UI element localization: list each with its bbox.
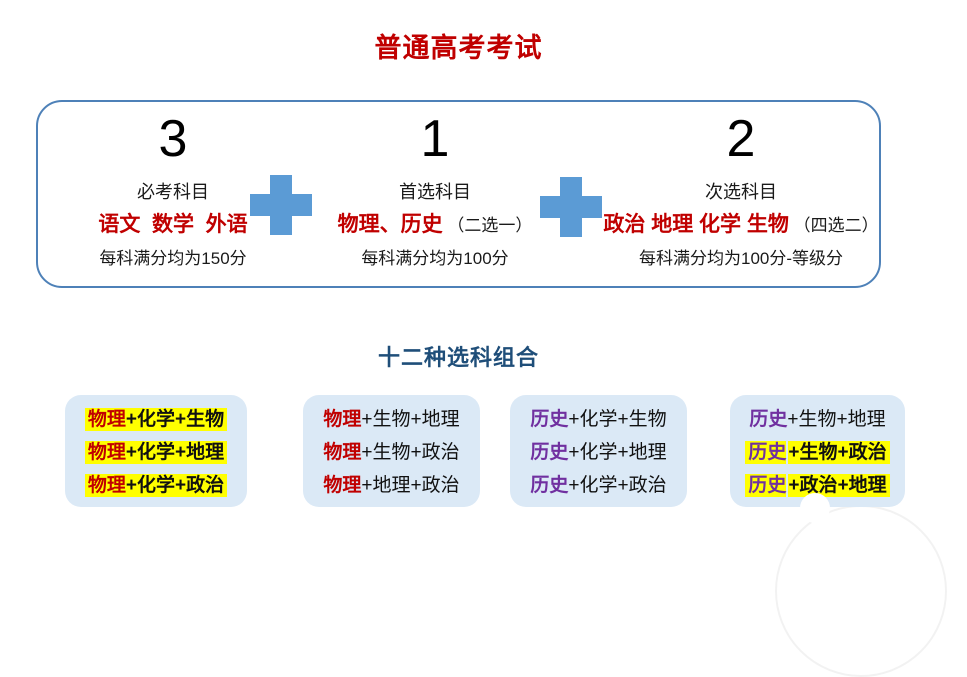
combo-row: 历史+化学+地理: [530, 441, 666, 465]
section-subjects-line: 语文 数学 外语: [98, 212, 247, 239]
combo-row-highlighted: 历史+生物+政治: [745, 441, 890, 465]
combo-rest-subjects: +生物+政治: [361, 442, 460, 463]
section-subjects: 物理、历史: [337, 213, 443, 236]
combo-rest-subjects: +化学+地理: [125, 442, 225, 463]
section-score: 每科满分均为100分: [361, 249, 509, 268]
combo-row: 物理+化学+政治: [84, 474, 228, 498]
watermark-arc: [775, 505, 947, 677]
combo-group-physics-other: 物理+生物+地理 物理+生物+政治 物理+地理+政治: [303, 395, 480, 507]
combo-row: 物理+化学+生物: [84, 408, 228, 432]
exam-summary-box: 3 必考科目 语文 数学 外语 每科满分均为150分 1 首选科目 物理、历史 …: [36, 100, 881, 288]
combo-row: 历史+生物+地理: [749, 408, 885, 432]
combo-rest-subjects: +化学+生物: [568, 409, 667, 430]
section-note: （四选二）: [788, 216, 879, 235]
combo-group-history-other: 历史+生物+地理 历史+生物+政治 历史+政治+地理: [730, 395, 905, 507]
exam-section-required: 3 必考科目 语文 数学 外语 每科满分均为150分: [38, 102, 308, 286]
section-note: （二选一）: [442, 216, 533, 235]
combo-row: 物理+地理+政治: [323, 474, 459, 498]
combo-first-subject: 历史: [530, 442, 569, 463]
combo-rest-subjects: +生物+地理: [361, 409, 460, 430]
combo-group-history-chemistry: 历史+化学+生物 历史+化学+地理 历史+化学+政治: [510, 395, 687, 507]
combo-first-subject: 历史: [745, 474, 787, 497]
combo-rest-subjects: +化学+政治: [125, 475, 225, 496]
section-score: 每科满分均为100分-等级分: [638, 249, 844, 268]
combo-rest-subjects: +生物+政治: [788, 441, 890, 464]
combo-rest-subjects: +化学+地理: [568, 442, 667, 463]
section-count: 2: [726, 110, 756, 168]
page-title: 普通高考考试: [374, 33, 543, 63]
combo-rest-subjects: +化学+政治: [568, 475, 667, 496]
combo-first-subject: 历史: [530, 409, 569, 430]
combo-rest-subjects: +生物+地理: [787, 409, 886, 430]
combo-rest-subjects: +地理+政治: [361, 475, 460, 496]
combo-row: 历史+化学+生物: [530, 408, 666, 432]
watermark-circle: [800, 493, 830, 523]
section-subjects: 语文 数学 外语: [98, 213, 248, 236]
section-count: 1: [420, 110, 450, 168]
combo-row-highlighted: 历史+政治+地理: [745, 474, 890, 498]
combo-first-subject: 历史: [745, 441, 787, 464]
exam-section-second-choice: 2 次选科目 政治 地理 化学 生物 （四选二） 每科满分均为100分-等级分: [595, 102, 887, 286]
combo-first-subject: 历史: [530, 475, 569, 496]
combo-rest-subjects: +化学+生物: [125, 409, 225, 430]
combo-first-subject: 物理: [87, 442, 126, 463]
combo-first-subject: 物理: [323, 442, 362, 463]
section-subjects-line: 政治 地理 化学 生物 （四选二）: [603, 212, 878, 239]
section-label: 必考科目: [137, 182, 209, 202]
infographic-canvas: 普通高考考试 3 必考科目 语文 数学 外语 每科满分均为150分 1 首选科目…: [36, 33, 947, 677]
combo-row: 物理+生物+地理: [323, 408, 459, 432]
section-subjects: 政治 地理 化学 生物: [603, 213, 789, 236]
exam-section-first-choice: 1 首选科目 物理、历史 （二选一） 每科满分均为100分: [315, 102, 555, 286]
combo-group-physics-chemistry: 物理+化学+生物 物理+化学+地理 物理+化学+政治: [65, 395, 247, 507]
combo-first-subject: 物理: [323, 475, 362, 496]
section-label: 次选科目: [705, 182, 777, 202]
combo-first-subject: 物理: [323, 409, 362, 430]
plus-icon: [250, 175, 312, 235]
section-label: 首选科目: [399, 182, 471, 202]
combo-first-subject: 历史: [749, 409, 788, 430]
section-count: 3: [158, 110, 188, 168]
plus-icon: [540, 177, 602, 237]
combo-row: 物理+生物+政治: [323, 441, 459, 465]
section-subjects-line: 物理、历史 （二选一）: [338, 212, 533, 239]
section-score: 每科满分均为150分: [99, 249, 247, 268]
combos-heading: 十二种选科组合: [377, 345, 539, 370]
combo-rest-subjects: +政治+地理: [788, 474, 890, 497]
combo-first-subject: 物理: [87, 409, 126, 430]
combo-row: 物理+化学+地理: [84, 441, 228, 465]
combo-first-subject: 物理: [87, 475, 126, 496]
combo-row: 历史+化学+政治: [530, 474, 666, 498]
